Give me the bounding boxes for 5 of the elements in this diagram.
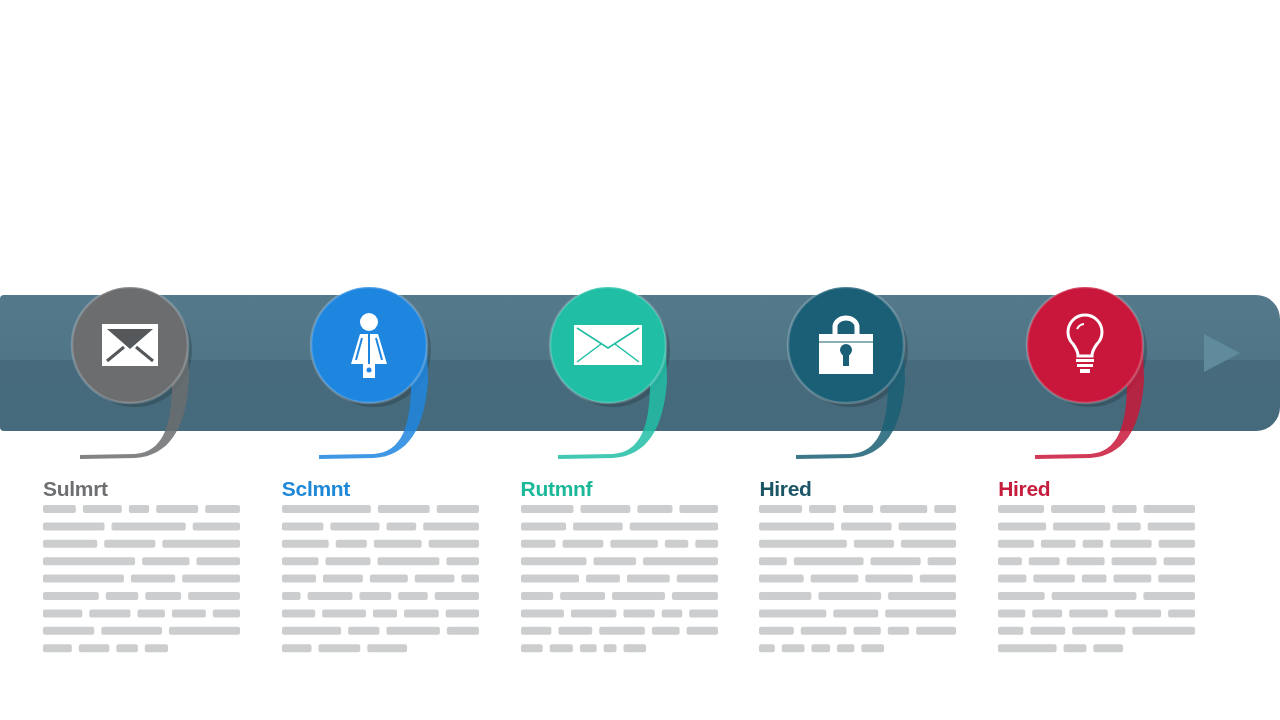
step-heading: Hired [759,476,812,501]
step-heading: Rutmnf [520,476,593,501]
step-heading: Sclmnt [281,476,350,501]
step-heading: Sulmrt [43,476,108,501]
step-heading: Hired [998,476,1051,501]
